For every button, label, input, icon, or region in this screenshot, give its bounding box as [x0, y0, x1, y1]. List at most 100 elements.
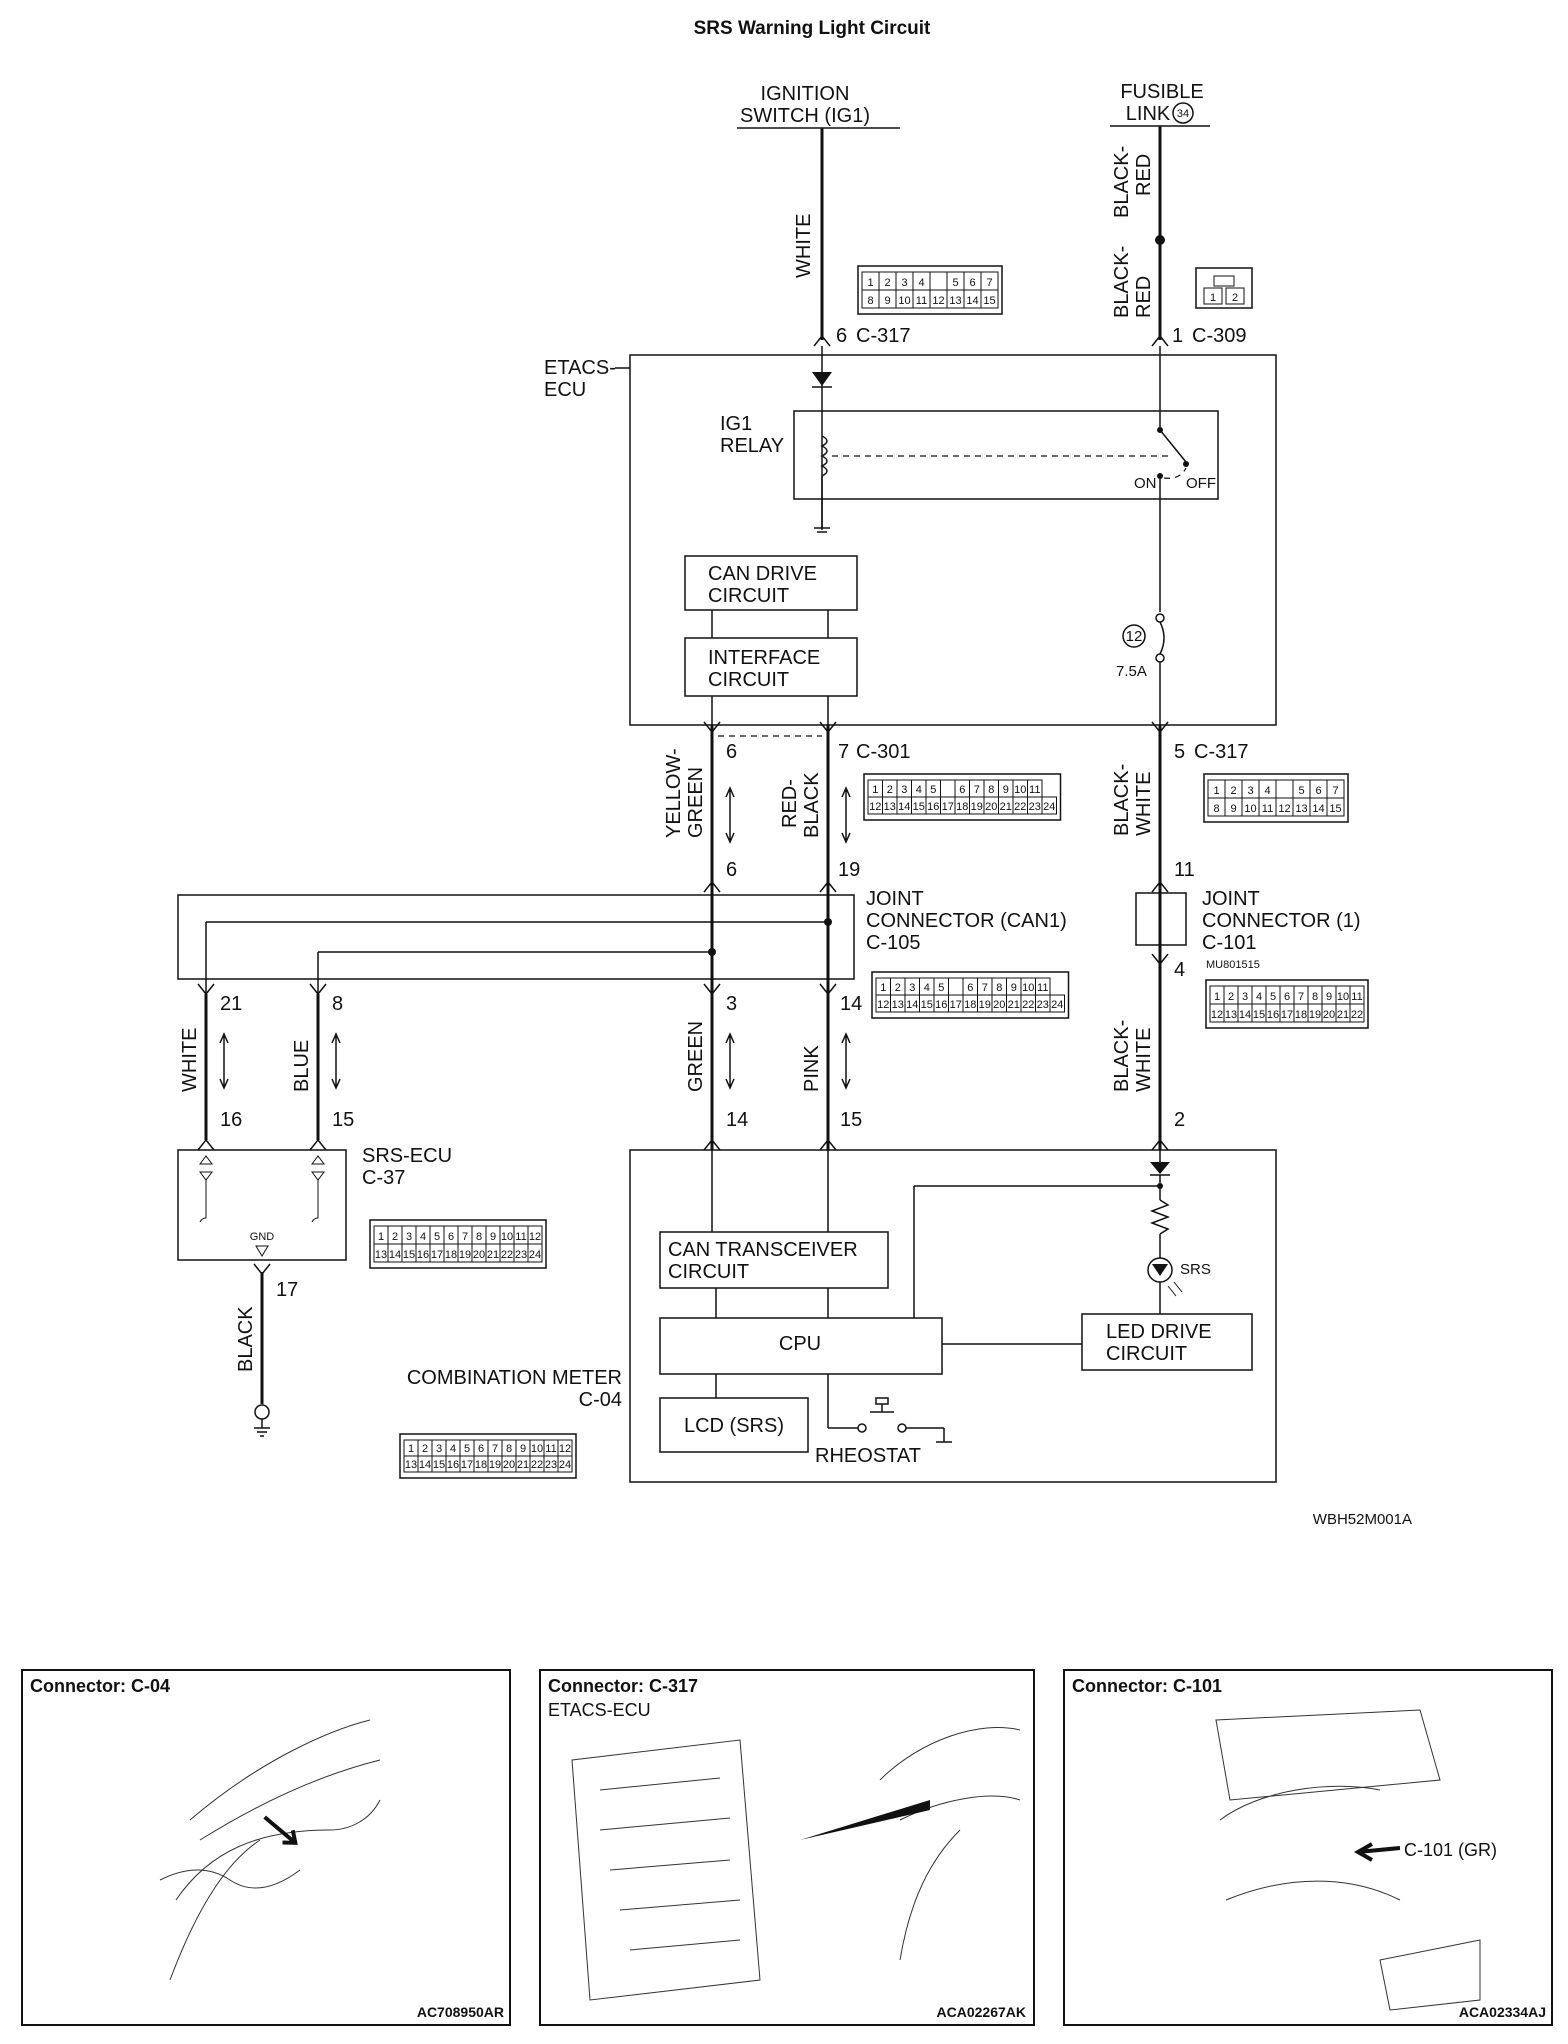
combination-meter-box [629, 1149, 1277, 1483]
etacs-ecu-box [629, 354, 1277, 726]
connector-cell [1049, 994, 1065, 1013]
wire-label-white: WHITE [793, 214, 815, 278]
connector-cell [948, 977, 964, 996]
panel-connector-c04: Connector: C-04 AC708950AR [21, 1669, 511, 2026]
connector-pin-number: 9 [1326, 991, 1332, 1003]
connector-face-c309: 1 2 [1195, 267, 1253, 309]
connector-pin-number: 16 [1267, 1009, 1279, 1021]
connector-pin-number: 21 [1337, 1009, 1349, 1021]
connector-pin-number: 15 [1253, 1009, 1265, 1021]
fusible-number-circle [1172, 102, 1194, 124]
can-tx-label-1: CAN TRANSCEIVER [668, 1239, 858, 1261]
connector-pin-number: 18 [964, 999, 976, 1011]
relay-off-label: OFF [1186, 475, 1216, 492]
pin-j6: 6 [726, 859, 737, 881]
connector-pin-number: 4 [1264, 785, 1270, 797]
connector-pin-number: 19 [489, 1459, 501, 1471]
pin-j8: 8 [332, 993, 343, 1015]
connector-pin-number: 13 [1295, 803, 1307, 815]
connector-pin-number: 9 [520, 1443, 526, 1455]
interface-label-1: INTERFACE [708, 647, 820, 669]
connector-pin-number: 21 [487, 1249, 499, 1261]
connector-pin-number: 2 [1228, 991, 1234, 1003]
connector-pin-number: 14 [1239, 1009, 1251, 1021]
wire-label-black-red-low-1: BLACK- [1111, 246, 1133, 318]
connector-pin-number: 9 [1011, 982, 1017, 994]
connector-pin-number: 12 [1278, 803, 1290, 815]
connector-outline [863, 773, 1062, 821]
panel2-sub: ETACS-ECU [548, 1700, 651, 1720]
connector-pin-number: 3 [909, 982, 915, 994]
connector-pin-number: 19 [1309, 1009, 1321, 1021]
connector-pin-number: 9 [490, 1231, 496, 1243]
lcd-srs-box [659, 1397, 809, 1453]
relay-on-label: ON [1134, 475, 1157, 492]
connector-pin-number: 9 [1003, 784, 1009, 796]
panel1-code: AC708950AR [417, 2004, 504, 2020]
connector-pin-number: 20 [503, 1459, 515, 1471]
wire-label-white-2: WHITE [179, 1028, 201, 1092]
wire-label-red-black-1: RED- [779, 779, 801, 828]
connector-pin-number: 10 [501, 1231, 513, 1243]
connector-pin-number: 6 [969, 277, 975, 289]
connector-pin-number: 12 [529, 1231, 541, 1243]
connector-pin-number: 1 [880, 982, 886, 994]
connector-pin-number: 20 [473, 1249, 485, 1261]
connector-cell [980, 289, 999, 309]
connector-pin-number: 5 [952, 277, 958, 289]
connector-pin-number: 21 [517, 1459, 529, 1471]
connector-pin-number: 2 [1230, 785, 1236, 797]
connector-pin-number: 4 [924, 982, 930, 994]
cpu-label: CPU [779, 1333, 821, 1355]
pin-m14: 14 [726, 1109, 748, 1131]
connector-pin-number: 13 [1225, 1009, 1237, 1021]
connector-pin-number: 6 [1284, 991, 1290, 1003]
connector-pin-number: 5 [1270, 991, 1276, 1003]
connector-pin-number: 2 [887, 784, 893, 796]
can-tx-label-2: CIRCUIT [668, 1261, 749, 1283]
connector-pin-number: 8 [1312, 991, 1318, 1003]
c309-pin-1: 1 [1210, 292, 1216, 304]
c309-pin-2: 2 [1232, 292, 1238, 304]
connector-pin-number: 13 [884, 801, 896, 813]
connector-pin-number: 6 [959, 784, 965, 796]
connector-pin-number: 12 [1211, 1009, 1223, 1021]
connector-pin-number: 4 [916, 784, 922, 796]
connector-pin-number: 8 [988, 784, 994, 796]
wire-label-black-white-2-2: WHITE [1133, 1028, 1155, 1092]
pin-s16: 16 [220, 1109, 242, 1131]
connector-pin-number: 10 [1014, 784, 1026, 796]
can-transceiver-box [659, 1231, 889, 1289]
connector-outline [857, 265, 1003, 315]
connector-pin-number: 18 [1295, 1009, 1307, 1021]
connector-pin-number: 7 [1298, 991, 1304, 1003]
connector-pin-number: 10 [1337, 991, 1349, 1003]
led-drive-label-1: LED DRIVE [1106, 1321, 1212, 1343]
connector-pin-number: 3 [436, 1443, 442, 1455]
pin-c301-6: 6 [726, 741, 737, 763]
connector-pin-number: 16 [447, 1459, 459, 1471]
connector-pin-number: 22 [1014, 801, 1026, 813]
connector-pin-number: 5 [464, 1443, 470, 1455]
connector-pin-number: 20 [1323, 1009, 1335, 1021]
ground-point [254, 1404, 270, 1420]
pin-j14: 14 [840, 993, 862, 1015]
connector-cell [527, 1243, 543, 1263]
connector-cell [557, 1455, 573, 1473]
wire-label-black-red-top-1: BLACK- [1111, 146, 1133, 218]
pin-c301-conn: C-301 [856, 741, 910, 763]
connector-pin-number: 11 [1262, 803, 1273, 815]
connector-pin-number: 10 [898, 295, 910, 307]
can-drive-label-2: CIRCUIT [708, 585, 789, 607]
connector-pin-number: 11 [1037, 982, 1048, 994]
connector-pin-number: 3 [406, 1231, 412, 1243]
connector-pin-number: 8 [1213, 803, 1219, 815]
pin-j19: 19 [838, 859, 860, 881]
connector-pin-number: 10 [531, 1443, 543, 1455]
wire-label-yellow-green-1: YELLOW- [663, 748, 685, 838]
srs-gnd-label: GND [250, 1231, 275, 1243]
